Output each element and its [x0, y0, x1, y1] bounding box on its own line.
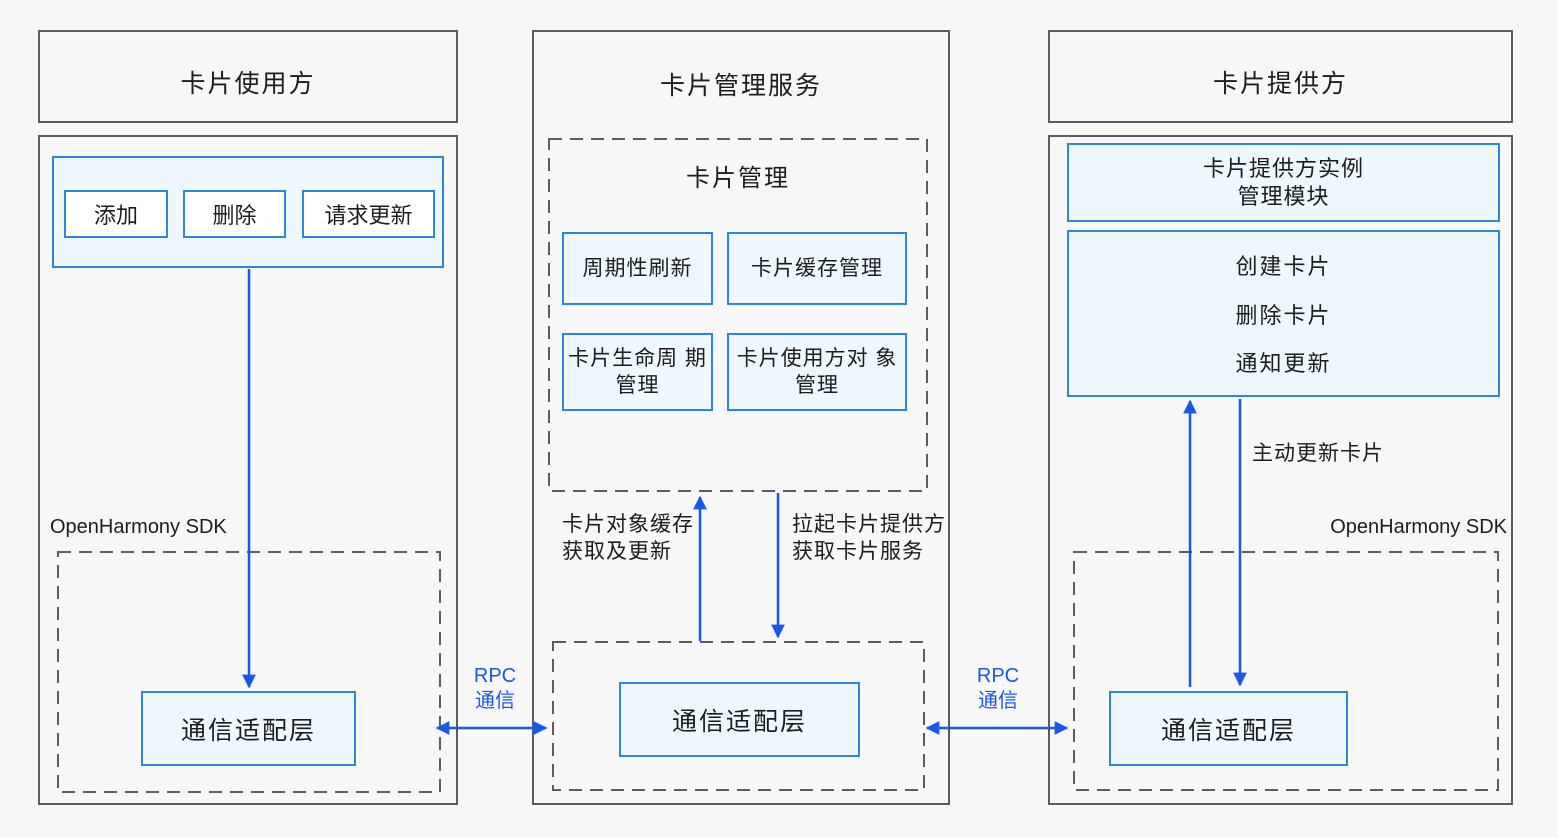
module-consumer-object-mgmt: 卡片使用方对 象管理	[727, 333, 907, 411]
consumer-comm-adapter-box: 通信适配层	[141, 691, 356, 766]
label-launch-provider-line1: 拉起卡片提供方	[792, 513, 946, 536]
module-consumer-obj-line1: 卡片使用方对	[736, 347, 869, 370]
rpc-left-line2: 通信	[475, 690, 515, 712]
rpc-label-right: RPC 通信	[943, 664, 1053, 714]
rpc-right-line1: RPC	[976, 665, 1020, 687]
label-card-object-cache: 卡片对象缓存 获取及更新	[562, 511, 694, 565]
op-add-box: 添加	[64, 190, 168, 238]
capability-notify-update: 通知更新	[1235, 351, 1332, 377]
consumer-header-box	[38, 30, 458, 123]
card-mgmt-title: 卡片管理	[686, 165, 790, 192]
label-card-object-cache-line2: 获取及更新	[562, 540, 672, 563]
module-lifecycle-line1: 卡片生命周	[568, 347, 679, 370]
module-card-cache-mgmt: 卡片缓存管理	[727, 232, 907, 305]
consumer-title: 卡片使用方	[180, 70, 316, 98]
capability-create-card: 创建卡片	[1235, 253, 1332, 279]
module-card-lifecycle-mgmt: 卡片生命周 期管理	[562, 333, 713, 411]
module-periodic-refresh: 周期性刷新	[562, 232, 713, 305]
provider-instance-line2: 管理模块	[1237, 183, 1330, 209]
label-launch-provider: 拉起卡片提供方 获取卡片服务	[792, 511, 946, 565]
op-delete-box: 删除	[183, 190, 286, 238]
consumer-sdk-label: OpenHarmony SDK	[50, 516, 227, 538]
manager-comm-adapter-box: 通信适配层	[619, 682, 860, 757]
provider-sdk-label: OpenHarmony SDK	[1330, 516, 1507, 538]
provider-capabilities-box: 创建卡片 删除卡片 通知更新	[1067, 230, 1500, 397]
provider-instance-module-box: 卡片提供方实例 管理模块	[1067, 143, 1500, 222]
provider-instance-line1: 卡片提供方实例	[1202, 155, 1364, 181]
provider-comm-adapter-box: 通信适配层	[1109, 691, 1348, 766]
capability-delete-card: 删除卡片	[1235, 302, 1332, 328]
rpc-right-line2: 通信	[978, 690, 1018, 712]
provider-body-box	[1048, 135, 1513, 805]
label-launch-provider-line2: 获取卡片服务	[792, 540, 924, 563]
provider-title: 卡片提供方	[1212, 70, 1348, 98]
rpc-left-line1: RPC	[473, 665, 517, 687]
manager-title: 卡片管理服务	[659, 72, 822, 100]
provider-header-box	[1048, 30, 1513, 123]
rpc-label-left: RPC 通信	[440, 664, 550, 714]
label-active-update-card: 主动更新卡片	[1252, 442, 1384, 465]
manager-outer-box	[532, 30, 950, 805]
op-request-update-box: 请求更新	[302, 190, 435, 238]
consumer-body-box	[38, 135, 458, 805]
label-card-object-cache-line1: 卡片对象缓存	[562, 513, 694, 536]
